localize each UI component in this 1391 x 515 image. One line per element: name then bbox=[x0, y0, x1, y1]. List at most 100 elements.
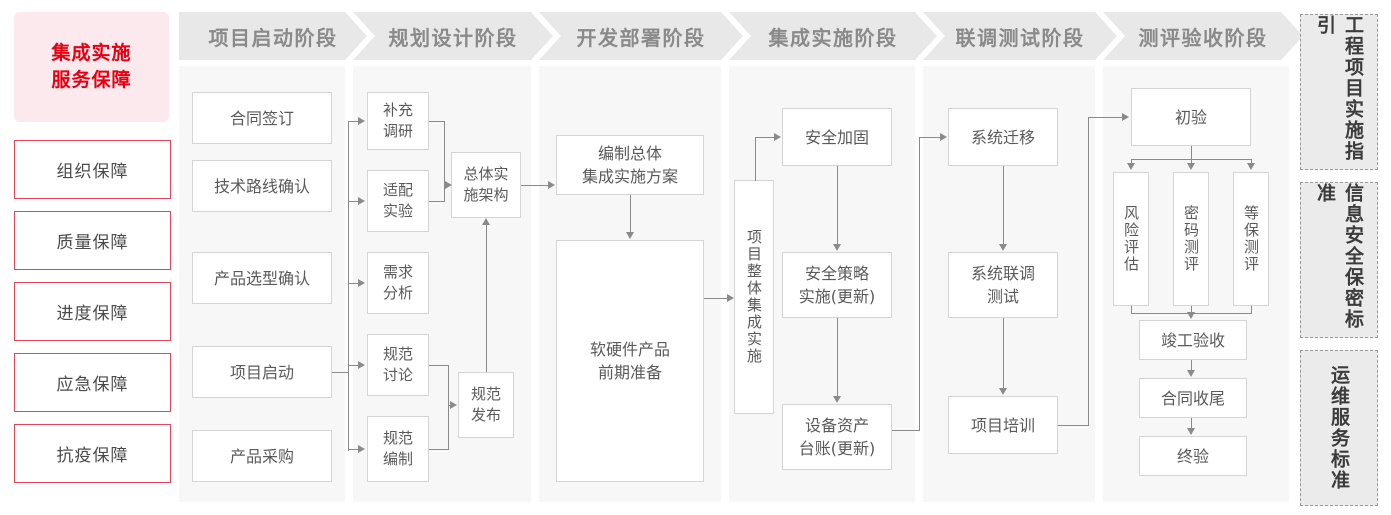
arrow-architecture-to-plan bbox=[548, 181, 555, 189]
arrow-hardening-to-policy bbox=[833, 244, 841, 251]
connector-to-spec-drafting bbox=[348, 449, 360, 450]
connector-research-right bbox=[429, 121, 445, 122]
node-label: 补充 调研 bbox=[382, 101, 413, 140]
node-project-training[interactable]: 项目培训 bbox=[948, 396, 1058, 454]
node-contract-closeout[interactable]: 合同收尾 bbox=[1139, 378, 1247, 418]
node-security-hardening[interactable]: 安全加固 bbox=[782, 108, 892, 166]
standard-panel-engineering-guide[interactable]: 工程项目实施指引 bbox=[1300, 14, 1378, 170]
node-completion-acceptance[interactable]: 竣工验收 bbox=[1139, 320, 1247, 360]
connector-to-adaptation bbox=[348, 201, 360, 202]
sidebar-item-quality[interactable]: 质量保障 bbox=[14, 211, 171, 270]
node-hw-sw-preparation[interactable]: 软硬件产品 前期准备 bbox=[556, 240, 704, 482]
arrow-migration-to-jointtest bbox=[999, 244, 1007, 251]
node-asset-ledger-update[interactable]: 设备资产 台账(更新) bbox=[782, 404, 892, 470]
connector-plan-to-prep bbox=[630, 195, 631, 233]
node-system-joint-test[interactable]: 系统联调 测试 bbox=[948, 252, 1058, 318]
arrow-jointtest-to-training bbox=[999, 388, 1007, 395]
connector-completion-to-closeout bbox=[1191, 360, 1192, 371]
connector-ledger-right bbox=[892, 430, 920, 431]
phase-header-label: 集成实施阶段 bbox=[768, 25, 898, 50]
phase-header-joint-test[interactable]: 联调测试阶段 bbox=[923, 12, 1117, 60]
arrow-to-mlps-evaluation bbox=[1247, 163, 1255, 170]
node-risk-assessment[interactable]: 风险评估 bbox=[1113, 172, 1149, 306]
node-overall-project-integration[interactable]: 项目整体集成实施 bbox=[734, 180, 774, 414]
node-label: 项目培训 bbox=[970, 415, 1035, 435]
arrow-spec-release-to-architecture bbox=[482, 218, 490, 225]
arrow-completion-to-closeout bbox=[1187, 370, 1195, 377]
node-product-selection[interactable]: 产品选型确认 bbox=[192, 252, 332, 304]
sidebar-title-line2: 服务保障 bbox=[51, 69, 132, 91]
connector-fanout-risk bbox=[1131, 159, 1132, 165]
node-mlps-evaluation[interactable]: 等保测评 bbox=[1233, 172, 1269, 306]
node-label: 技术路线确认 bbox=[213, 176, 310, 196]
node-label: 初验 bbox=[1174, 107, 1207, 127]
node-preliminary-acceptance[interactable]: 初验 bbox=[1131, 88, 1251, 146]
node-spec-discussion[interactable]: 规范 讨论 bbox=[367, 334, 429, 396]
node-label: 终验 bbox=[1176, 446, 1209, 466]
sidebar-item-epidemic[interactable]: 抗疫保障 bbox=[14, 424, 171, 483]
connector-training-right bbox=[1058, 425, 1089, 426]
connector-architecture-to-plan bbox=[521, 185, 549, 186]
node-supplementary-research[interactable]: 补充 调研 bbox=[367, 92, 429, 150]
node-label: 密码测评 bbox=[1182, 205, 1200, 273]
sidebar-item-progress[interactable]: 进度保障 bbox=[14, 282, 171, 341]
phase-header-label: 联调测试阶段 bbox=[955, 25, 1085, 50]
node-label: 项目整体集成实施 bbox=[745, 229, 763, 365]
standard-label: 工程项目实施指引 bbox=[1314, 15, 1364, 162]
node-label: 规范 编制 bbox=[382, 429, 413, 468]
node-overall-architecture[interactable]: 总体实 施架构 bbox=[451, 152, 521, 218]
node-label: 安全策略 实施(更新) bbox=[798, 264, 876, 306]
connector-closeout-to-final bbox=[1191, 418, 1192, 429]
node-crypto-evaluation[interactable]: 密码测评 bbox=[1173, 172, 1209, 306]
node-label: 合同收尾 bbox=[1160, 388, 1225, 408]
sidebar-item-label: 抗疫保障 bbox=[56, 446, 129, 466]
sidebar-title-card: 集成实施 服务保障 bbox=[14, 12, 169, 122]
connector-to-preliminary bbox=[1088, 117, 1123, 118]
sidebar-item-emergency[interactable]: 应急保障 bbox=[14, 353, 171, 412]
standard-label: 运维服务标准 bbox=[1328, 365, 1350, 491]
connector-to-research bbox=[348, 121, 360, 122]
node-spec-drafting[interactable]: 规范 编制 bbox=[367, 416, 429, 482]
node-contract-signing[interactable]: 合同签订 bbox=[192, 92, 332, 144]
standard-panel-ops-service[interactable]: 运维服务标准 bbox=[1300, 350, 1378, 506]
connector-policy-to-ledger bbox=[837, 318, 838, 397]
arrow-to-requirement bbox=[358, 279, 365, 287]
sidebar-item-organization[interactable]: 组织保障 bbox=[14, 140, 171, 199]
phase-header-development[interactable]: 开发部署阶段 bbox=[539, 12, 743, 60]
phase-header-label: 规划设计阶段 bbox=[388, 25, 518, 50]
node-label: 竣工验收 bbox=[1160, 330, 1225, 350]
connector-spec-release-up bbox=[486, 225, 487, 372]
phase-header-integration[interactable]: 集成实施阶段 bbox=[729, 12, 937, 60]
arrow-to-architecture bbox=[445, 181, 452, 189]
node-adaptation-experiment[interactable]: 适配 实验 bbox=[367, 170, 429, 232]
sidebar-item-label: 应急保障 bbox=[56, 375, 129, 395]
arrow-to-adaptation bbox=[358, 197, 365, 205]
node-label: 安全加固 bbox=[804, 127, 869, 147]
node-label: 合同签订 bbox=[229, 108, 294, 128]
node-label: 规范 讨论 bbox=[382, 345, 413, 384]
connector-fanout-crypto bbox=[1191, 159, 1192, 165]
node-spec-release[interactable]: 规范 发布 bbox=[458, 372, 514, 438]
guarantee-sidebar: 集成实施 服务保障 组织保障 质量保障 进度保障 应急保障 抗疫保障 bbox=[14, 12, 171, 504]
node-product-purchase[interactable]: 产品采购 bbox=[192, 430, 332, 482]
node-overall-integration-plan[interactable]: 编制总体 集成实施方案 bbox=[556, 135, 704, 195]
phase-header-planning[interactable]: 规划设计阶段 bbox=[353, 12, 553, 60]
node-final-acceptance[interactable]: 终验 bbox=[1139, 436, 1247, 476]
node-system-migration[interactable]: 系统迁移 bbox=[948, 108, 1058, 166]
node-label: 产品采购 bbox=[229, 446, 294, 466]
arrow-to-system-migration bbox=[940, 133, 947, 141]
node-security-policy-impl[interactable]: 安全策略 实施(更新) bbox=[782, 252, 892, 318]
node-label: 软硬件产品 前期准备 bbox=[589, 340, 670, 382]
node-requirement-analysis[interactable]: 需求 分析 bbox=[367, 252, 429, 314]
connector-jointtest-to-training bbox=[1003, 318, 1004, 389]
arrow-to-research bbox=[358, 117, 365, 125]
phase-header-acceptance[interactable]: 测评验收阶段 bbox=[1103, 12, 1303, 60]
connector-fanout-mlps bbox=[1251, 159, 1252, 165]
node-project-kickoff[interactable]: 项目启动 bbox=[192, 346, 332, 398]
phase-header-startup[interactable]: 项目启动阶段 bbox=[179, 12, 367, 60]
sidebar-item-label: 组织保障 bbox=[56, 162, 129, 182]
node-tech-route-confirm[interactable]: 技术路线确认 bbox=[192, 160, 332, 212]
connector-training-up bbox=[1088, 117, 1089, 425]
standard-panel-security-confidentiality[interactable]: 信息安全保密标准 bbox=[1300, 182, 1378, 338]
